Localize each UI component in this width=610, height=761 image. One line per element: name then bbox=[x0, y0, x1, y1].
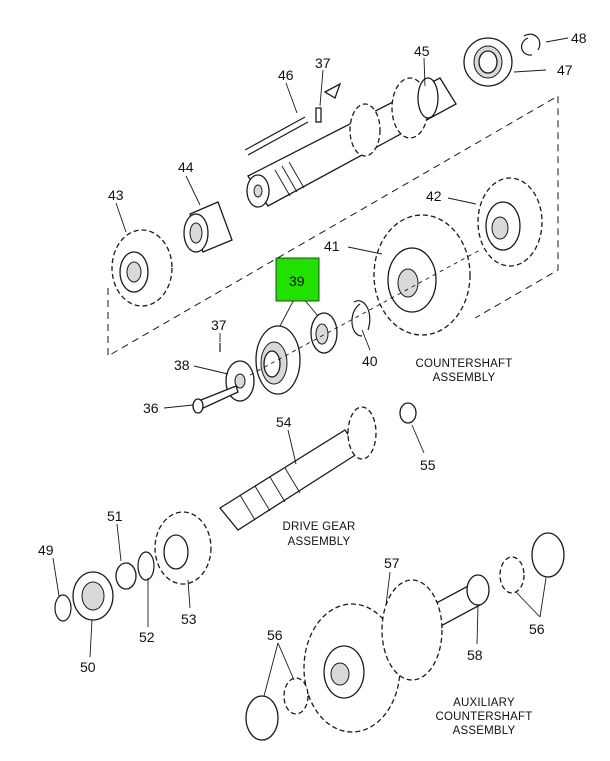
callout-55[interactable]: 55 bbox=[420, 457, 436, 473]
drive-gear-group bbox=[54, 402, 417, 622]
caption-aux-line2: COUNTERSHAFT bbox=[436, 711, 533, 723]
callout-45[interactable]: 45 bbox=[414, 43, 430, 59]
callout-44[interactable]: 44 bbox=[178, 159, 194, 175]
aux-gear-57 bbox=[381, 579, 443, 681]
shaft-gear-small bbox=[349, 103, 381, 157]
callout-42[interactable]: 42 bbox=[426, 188, 442, 204]
drive-gear-spline bbox=[347, 406, 377, 460]
callout-48[interactable]: 48 bbox=[571, 30, 587, 46]
callout-37-lower[interactable]: 37 bbox=[211, 317, 227, 333]
snap-ring-49 bbox=[54, 594, 72, 622]
callout-37-upper[interactable]: 37 bbox=[315, 55, 331, 71]
caption-aux-line1: AUXILIARY bbox=[453, 697, 515, 709]
snap-ring-40 bbox=[351, 300, 371, 337]
caption-drive-gear-line2: ASSEMBLY bbox=[288, 536, 351, 548]
snap-ring-48 bbox=[521, 33, 541, 56]
bushing-51 bbox=[115, 562, 137, 590]
aux-countershaft-group bbox=[245, 532, 565, 741]
callout-54[interactable]: 54 bbox=[276, 414, 292, 430]
assembly-boundary-dashed bbox=[107, 95, 559, 357]
callout-47[interactable]: 47 bbox=[557, 62, 573, 78]
bearing-56-left bbox=[283, 677, 309, 715]
captions: COUNTERSHAFT ASSEMBLY DRIVE GEAR ASSEMBL… bbox=[283, 358, 533, 737]
callout-58[interactable]: 58 bbox=[467, 647, 483, 663]
callout-38[interactable]: 38 bbox=[174, 357, 190, 373]
callout-56-right[interactable]: 56 bbox=[529, 621, 545, 637]
key-37-tab bbox=[323, 82, 342, 99]
callout-50[interactable]: 50 bbox=[80, 659, 96, 675]
callout-52[interactable]: 52 bbox=[139, 629, 155, 645]
cup-56-right bbox=[531, 532, 565, 578]
callout-56-left[interactable]: 56 bbox=[267, 627, 283, 643]
pilot-bearing-55 bbox=[399, 402, 417, 424]
caption-countershaft-line1: COUNTERSHAFT bbox=[416, 358, 513, 370]
callout-53[interactable]: 53 bbox=[181, 611, 197, 627]
caption-aux-line3: ASSEMBLY bbox=[453, 725, 516, 737]
washer-58 bbox=[466, 574, 490, 606]
drive-shaft-54 bbox=[219, 429, 361, 531]
bearing-56-right bbox=[499, 556, 525, 594]
caption-countershaft-line2: ASSEMBLY bbox=[433, 372, 496, 384]
callout-57[interactable]: 57 bbox=[384, 555, 400, 571]
countershaft-group bbox=[111, 33, 543, 414]
key-37-upper bbox=[315, 107, 322, 123]
ring-52 bbox=[137, 551, 155, 581]
callout-43[interactable]: 43 bbox=[108, 187, 124, 203]
callout-49[interactable]: 49 bbox=[38, 542, 54, 558]
callout-39[interactable]: 39 bbox=[289, 273, 305, 289]
callout-40[interactable]: 40 bbox=[362, 353, 378, 369]
callout-36[interactable]: 36 bbox=[143, 400, 159, 416]
callouts: 46 37 45 48 47 44 43 42 41 39 37 40 38 3… bbox=[38, 30, 587, 675]
highlight-box-39[interactable] bbox=[275, 257, 320, 302]
caption-drive-gear-line1: DRIVE GEAR bbox=[283, 521, 356, 533]
cup-56-left bbox=[245, 695, 279, 741]
callout-51[interactable]: 51 bbox=[107, 508, 123, 524]
callout-41[interactable]: 41 bbox=[324, 238, 340, 254]
callout-46[interactable]: 46 bbox=[278, 67, 294, 83]
pin-46 bbox=[244, 116, 306, 151]
